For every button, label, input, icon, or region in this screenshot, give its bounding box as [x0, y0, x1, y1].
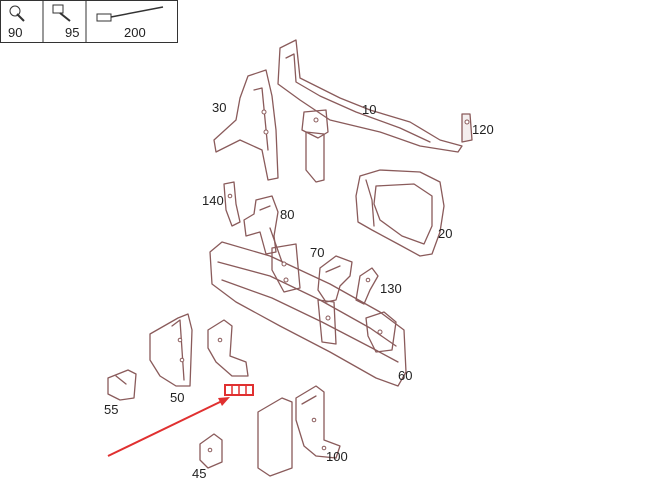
- part-middle-bracket: [207, 319, 249, 377]
- part-100-panel: [257, 385, 341, 477]
- fastener-legend: 90 95 200: [0, 0, 178, 43]
- part-70-bracket: [317, 255, 353, 303]
- callout-10: 10: [362, 102, 376, 117]
- callout-80: 80: [280, 207, 294, 222]
- callout-120: 120: [472, 122, 494, 137]
- callout-45: 45: [192, 466, 206, 481]
- part-80-bracket: [243, 195, 283, 263]
- legend-label: 95: [65, 25, 79, 40]
- bolt-icon: [52, 4, 71, 22]
- part-30-side-bracket: [213, 69, 279, 181]
- part-45-bracket: [199, 433, 223, 469]
- callout-100: 100: [326, 449, 348, 464]
- legend-label: 200: [124, 25, 146, 40]
- part-130-bracket: [355, 267, 379, 305]
- callout-50: 50: [170, 390, 184, 405]
- part-50-panel: [149, 313, 193, 387]
- callout-130: 130: [380, 281, 402, 296]
- part-20-headlamp-frame: [355, 169, 445, 257]
- callout-30: 30: [212, 100, 226, 115]
- callout-140: 140: [202, 193, 224, 208]
- legend-label: 90: [8, 25, 22, 40]
- callout-55: 55: [104, 402, 118, 417]
- screw-icon: [9, 5, 25, 22]
- part-140-bracket: [223, 181, 241, 227]
- part-120-clip: [461, 113, 473, 143]
- part-10-upper-crossmember: [277, 39, 463, 183]
- callout-60: 60: [398, 368, 412, 383]
- part-60-lower-crossmember: [209, 241, 407, 387]
- legend-frame: [0, 0, 178, 43]
- callout-labels: 10 20 30 45 50 55 60 70 80 100 120 130 1…: [104, 100, 494, 481]
- callout-20: 20: [438, 226, 452, 241]
- rivet-icon: [96, 6, 164, 22]
- callout-70: 70: [310, 245, 324, 260]
- highlight-marker: [224, 384, 254, 396]
- pointer-arrow: [107, 397, 230, 457]
- part-55-bracket: [107, 369, 137, 401]
